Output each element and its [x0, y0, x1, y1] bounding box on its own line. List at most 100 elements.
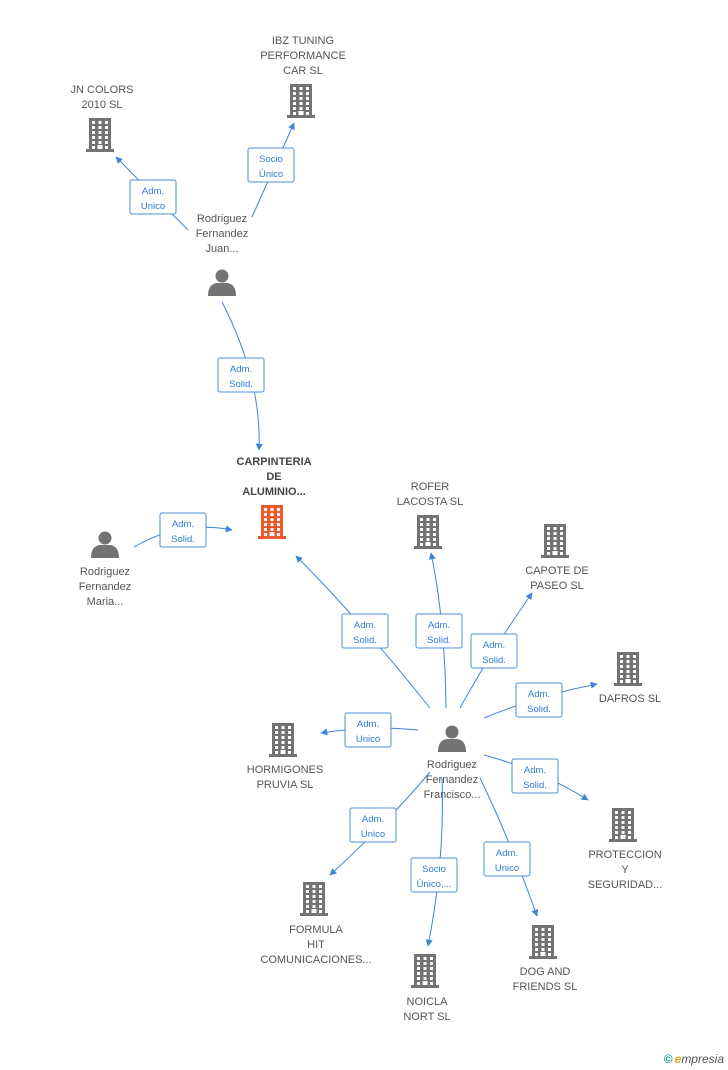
- edge-label-box[interactable]: Adm. Unico: [349, 807, 397, 843]
- edge-label-text: Adm.: [354, 620, 376, 631]
- building-icon: [258, 505, 286, 539]
- node-proteccion[interactable]: PROTECCIONYSEGURIDAD...: [588, 808, 663, 891]
- edge-label-text: Adm.: [483, 640, 505, 651]
- node-label: Rodriguez: [197, 213, 247, 225]
- edge-label-box[interactable]: Adm.Unico: [129, 179, 177, 215]
- edge-label-box[interactable]: Adm.Solid.: [217, 357, 265, 393]
- edge-label-text: Solid.: [171, 534, 195, 545]
- edge-francisco-rofer: Adm. Solid.: [415, 552, 463, 709]
- edge-label-box[interactable]: Adm.Solid.: [470, 633, 518, 669]
- edge-label-text: Adm.: [528, 689, 550, 700]
- person-icon: [208, 269, 236, 296]
- edge-label-text: Unico: [141, 201, 165, 212]
- node-label: LACOSTA SL: [397, 496, 463, 508]
- node-formula[interactable]: FORMULAHITCOMUNICACIONES...: [260, 882, 372, 966]
- footer-brand: ©empresia: [664, 1052, 724, 1066]
- building-icon: [411, 954, 439, 988]
- node-label: Francisco...: [424, 789, 481, 801]
- building-icon: [414, 515, 442, 549]
- edge-francisco-center: Adm. Solid.: [295, 555, 431, 709]
- building-icon: [269, 723, 297, 757]
- edge-label-box[interactable]: Adm. Solid.: [159, 512, 207, 548]
- edge-label-text: Único,...: [417, 879, 452, 890]
- edge-label-text: Solid.: [353, 635, 377, 646]
- building-icon: [529, 925, 557, 959]
- node-label: CAR SL: [283, 65, 323, 77]
- node-label: Fernandez: [196, 228, 249, 240]
- edge-label-text: Unico: [495, 863, 519, 874]
- node-francisco[interactable]: RodriguezFernandezFrancisco...: [424, 725, 481, 802]
- node-maria[interactable]: RodriguezFernandezMaria...: [79, 531, 132, 609]
- edge-label-text: Solid.: [523, 780, 547, 791]
- edge-label-text: Solid.: [527, 704, 551, 715]
- edge-francisco-capote: Adm.Solid.: [459, 592, 533, 709]
- edge-label-text: Unico: [361, 829, 385, 840]
- edge-label-box[interactable]: Adm.Unico: [483, 841, 531, 877]
- edge-label-text: Unico: [356, 734, 380, 745]
- node-label: PERFORMANCE: [260, 50, 346, 62]
- node-label: Rodriguez: [427, 759, 477, 771]
- node-label: Fernandez: [79, 581, 132, 593]
- edge-francisco-dog: Adm.Unico: [479, 777, 539, 917]
- node-label: Maria...: [87, 596, 124, 608]
- node-juan[interactable]: RodriguezFernandezJuan...: [196, 213, 249, 296]
- edge-label-text: Solid.: [427, 635, 451, 646]
- edge-label-text: Adm.: [230, 364, 252, 375]
- node-label: PRUVIA SL: [257, 779, 314, 791]
- node-label: FORMULA: [289, 924, 343, 936]
- node-rofer[interactable]: ROFER LACOSTA SL: [397, 481, 463, 549]
- edge-label-text: Adm.: [362, 814, 384, 825]
- edge-label-box[interactable]: SocioÚnico,...: [410, 857, 458, 893]
- edge-label-text: Adm.: [428, 620, 450, 631]
- edge-label-text: Socio: [259, 154, 283, 165]
- node-label: IBZ TUNING: [272, 35, 334, 47]
- node-label: Rodriguez: [80, 566, 130, 578]
- node-hormigones[interactable]: HORMIGONES PRUVIA SL: [247, 723, 323, 791]
- edge-label-box[interactable]: Adm. Solid.: [415, 613, 463, 649]
- building-icon: [614, 652, 642, 686]
- edge-label-box[interactable]: Adm. Solid.: [341, 613, 389, 649]
- node-center[interactable]: CARPINTERIADEALUMINIO...: [236, 456, 312, 539]
- edge-label-box[interactable]: Adm. Solid.: [511, 758, 559, 794]
- edge-label-box[interactable]: Adm. Unico: [344, 712, 392, 748]
- node-dafros[interactable]: DAFROS SL: [599, 652, 661, 705]
- node-label: NORT SL: [403, 1011, 450, 1023]
- building-icon: [287, 84, 315, 118]
- edge-francisco-dafros: Adm. Solid.: [483, 681, 598, 719]
- node-label: HIT: [307, 939, 325, 951]
- edge-juan-jn: Adm.Unico: [115, 156, 189, 231]
- node-ibz[interactable]: IBZ TUNING PERFORMANCE CAR SL: [260, 35, 346, 118]
- building-icon: [541, 524, 569, 558]
- node-label: HORMIGONES: [247, 764, 323, 776]
- node-label: DAFROS SL: [599, 693, 661, 705]
- node-label: JN COLORS: [71, 84, 134, 96]
- building-icon: [609, 808, 637, 842]
- building-icon: [86, 118, 114, 152]
- building-icon: [300, 882, 328, 916]
- person-icon: [91, 531, 119, 558]
- node-label: Fernandez: [426, 774, 479, 786]
- person-icon: [438, 725, 466, 752]
- edge-label-text: Adm.: [524, 765, 546, 776]
- node-label: CAPOTE DE: [525, 565, 589, 577]
- edge-label-text: Único: [259, 169, 283, 180]
- copyright-icon: ©: [663, 1052, 673, 1066]
- node-label: NOICLA: [407, 996, 449, 1008]
- edge-label-text: Adm.: [357, 719, 379, 730]
- node-label: Juan...: [205, 243, 238, 255]
- edge-francisco-proteccion: Adm. Solid.: [483, 754, 589, 801]
- node-label: CARPINTERIA: [236, 456, 311, 468]
- node-label: ROFER: [411, 481, 450, 493]
- node-label: SEGURIDAD...: [588, 879, 663, 891]
- edge-label-text: Adm.: [172, 519, 194, 530]
- edge-juan-center: Adm.Solid.: [217, 301, 265, 451]
- edge-label-text: Socio: [422, 864, 446, 875]
- edge-label-box[interactable]: Adm. Solid.: [515, 682, 563, 718]
- node-noicla[interactable]: NOICLA NORT SL: [403, 954, 451, 1023]
